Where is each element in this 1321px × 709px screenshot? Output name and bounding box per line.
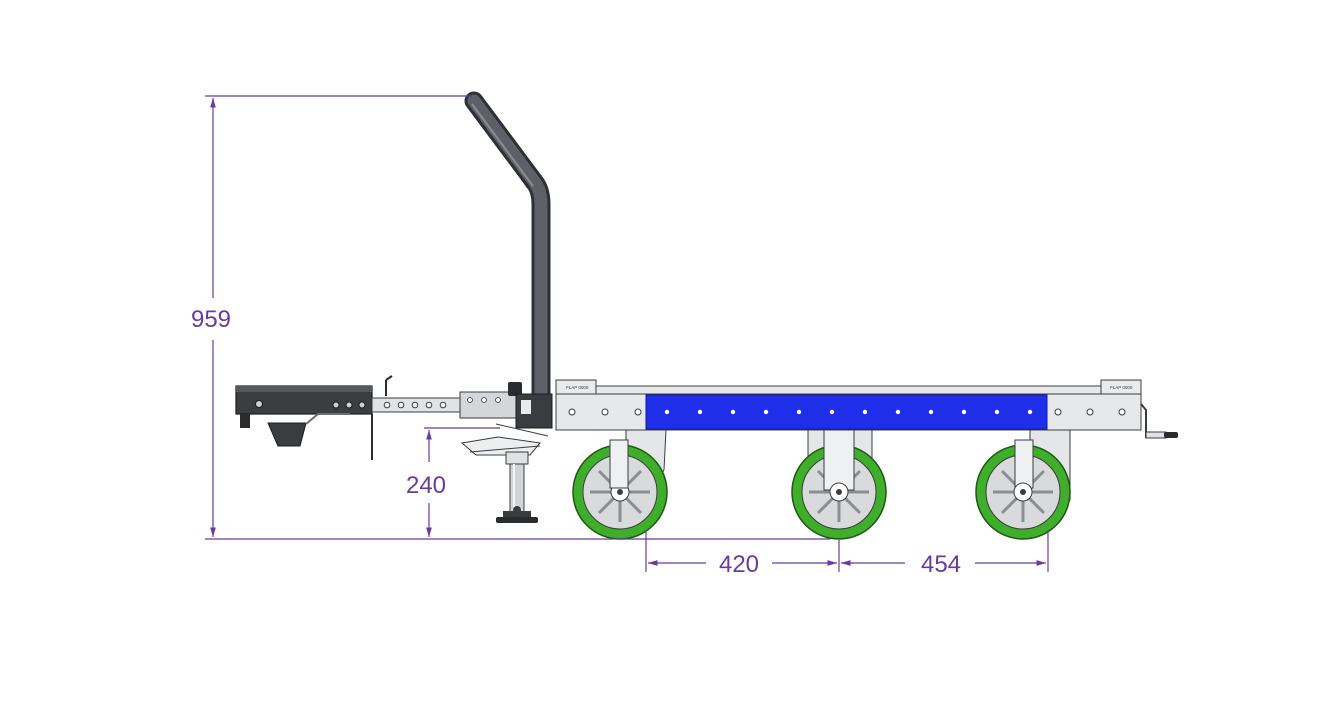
parking-jack [460,423,549,523]
dimension-hitch-height [424,427,500,537]
dimension-wheel-spacing [645,530,1049,572]
plate-left-label: FLAP 0000 [566,385,589,390]
dimension-240-label: 240 [406,472,446,499]
dimension-959-label: 959 [191,306,231,333]
fixed-wheel-middle [791,429,887,540]
dimension-454-label: 454 [921,551,961,578]
cart-frame: FLAP 0000 FLAP 0000 [555,379,1178,439]
dimension-overall-height [205,95,830,540]
frame-blue-panel [645,394,1048,430]
caster-wheel-rear [975,429,1071,540]
plate-right-label: FLAP 0000 [1110,385,1133,390]
tow-bar [235,375,553,460]
push-handle [464,91,551,406]
caster-wheel-front [572,429,668,540]
dimension-420-label: 420 [719,551,759,578]
